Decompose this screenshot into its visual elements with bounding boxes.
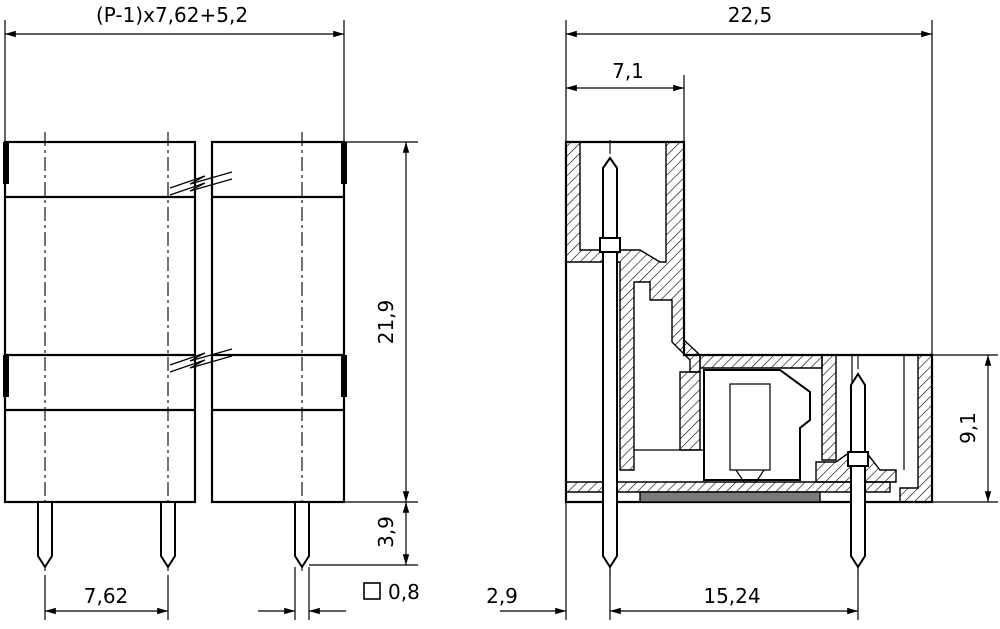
side-contact: [703, 369, 811, 481]
dim-side-upper: 7,1: [612, 59, 644, 83]
front-body-right: [210, 140, 346, 504]
dim-pin-length: 3,9: [374, 516, 398, 548]
side-pin-2: [850, 372, 866, 569]
dim-side-offset: 2,9: [486, 584, 518, 608]
dim-side-pitch: 15,24: [703, 584, 760, 608]
dim-pin-pitch: 7,62: [84, 584, 129, 608]
dim-front-height: 21,9: [374, 300, 398, 345]
dim-pin-section: 0,8: [388, 580, 420, 604]
square-section-symbol: [363, 582, 381, 600]
dim-side-height: 9,1: [956, 412, 980, 444]
front-view: (P-1)x7,62+5,2 21,9 3,9 7,62 0,8: [3, 3, 420, 620]
side-view: 22,5 7,1 9,1 2,9 15,24: [486, 3, 998, 620]
break-line-top: [169, 171, 233, 189]
break-line-bottom: [169, 348, 233, 366]
dim-side-depth: 22,5: [728, 3, 773, 27]
front-pin-2: [160, 501, 176, 569]
dim-front-width: (P-1)x7,62+5,2: [96, 3, 248, 27]
front-pin-1: [37, 501, 53, 569]
front-body-left: [3, 140, 197, 504]
side-pin-1: [602, 156, 618, 569]
side-base-strip: [639, 491, 821, 503]
front-pin-3: [294, 501, 310, 569]
